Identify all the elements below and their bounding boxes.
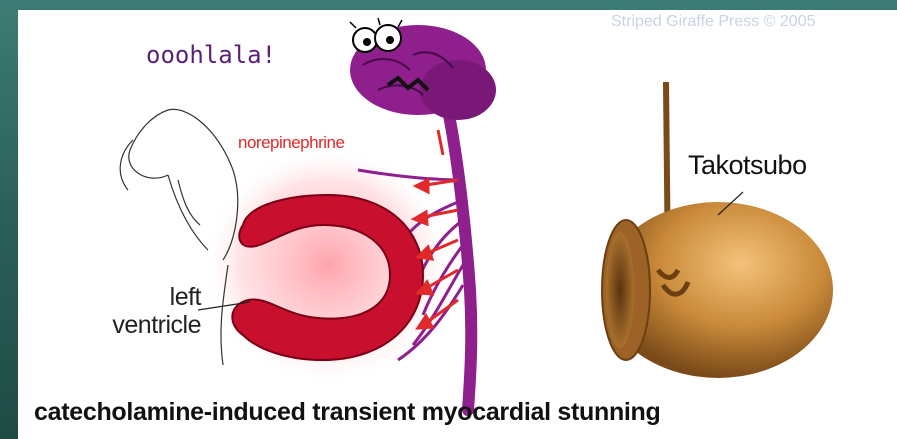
diagram-caption: catecholamine-induced transient myocardi… [34, 398, 894, 427]
takotsubo-pot [602, 82, 833, 378]
exclamation-text: ooohlala! [146, 41, 276, 69]
illustration-panel: Striped Giraffe Press © 2005 ooohlala! n… [18, 10, 897, 439]
watermark: Striped Giraffe Press © 2005 [611, 13, 897, 31]
left-ventricle-label-line1: left [81, 283, 201, 311]
left-ventricle-label-line2: ventricle [81, 311, 201, 339]
norepinephrine-label: norepinephrine [238, 133, 344, 153]
diagram-artwork [18, 10, 897, 439]
cartoon-eyes-icon [350, 18, 402, 52]
takotsubo-label: Takotsubo [688, 150, 807, 181]
left-ventricle-label: left ventricle [81, 283, 201, 339]
